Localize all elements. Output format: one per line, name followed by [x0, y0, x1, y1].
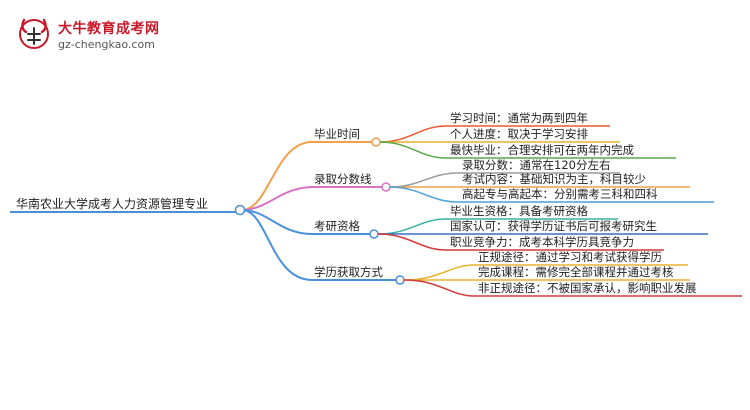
branch-connector-degree: [243, 209, 396, 281]
leaf-connector: [379, 141, 676, 159]
logo-name: 大牛教育成考网: [58, 21, 160, 37]
leaf-study-time: 学习时间：通常为两到四年: [450, 111, 588, 125]
leaf-formal-route: 正规途径：通过学习和考试获得学历: [478, 250, 662, 264]
leaf-graduate-eligibility: 毕业生资格：具备考研资格: [450, 204, 588, 218]
mindmap-root[interactable]: 华南农业大学成考人力资源管理专业: [16, 197, 209, 211]
leaf-national-recognition: 国家认可：获得学历证书后可报考研究生: [450, 219, 657, 233]
leaf-complete-courses: 完成课程：需修完全部课程并通过考核: [478, 265, 674, 279]
leaf-subject-count: 高起专与高起本：分别需考三科和四科: [462, 187, 658, 201]
site-logo[interactable]: 大牛教育成考网 gz-chengkao.com: [18, 14, 188, 54]
leaf-connector: [403, 279, 742, 297]
branch-node-graduation: [371, 137, 381, 147]
ox-head-logo-icon: [19, 18, 49, 49]
branch-connector-graduation: [243, 141, 372, 211]
leaf-exam-content: 考试内容：基础知识为主，科目较少: [462, 172, 646, 186]
leaf-informal-route: 非正规途径：不被国家承认，影响职业发展: [478, 281, 697, 295]
branch-connector-admission: [243, 186, 382, 211]
leaf-personal-progress: 个人进度：取决于学习安排: [450, 127, 588, 141]
branch-label-admission[interactable]: 录取分数线: [314, 172, 372, 186]
leaf-admission-score: 录取分数：通常在120分左右: [462, 158, 611, 172]
branch-node-admission: [381, 182, 391, 192]
branch-node-degree: [395, 275, 405, 285]
branch-node-postgrad: [369, 229, 379, 239]
branch-label-degree[interactable]: 学历获取方式: [314, 265, 383, 279]
root-node: [234, 204, 246, 216]
branch-connector-postgrad: [243, 209, 370, 235]
branch-label-postgrad[interactable]: 考研资格: [314, 219, 360, 233]
leaf-fastest-graduation: 最快毕业：合理安排可在两年内完成: [450, 143, 634, 157]
branch-label-graduation[interactable]: 毕业时间: [314, 127, 360, 141]
leaf-career-competitiveness: 职业竞争力：成考本科学历具竞争力: [450, 235, 634, 249]
logo-url: gz-chengkao.com: [58, 38, 155, 51]
leaf-connector: [389, 186, 714, 203]
leaf-connector: [377, 233, 664, 251]
